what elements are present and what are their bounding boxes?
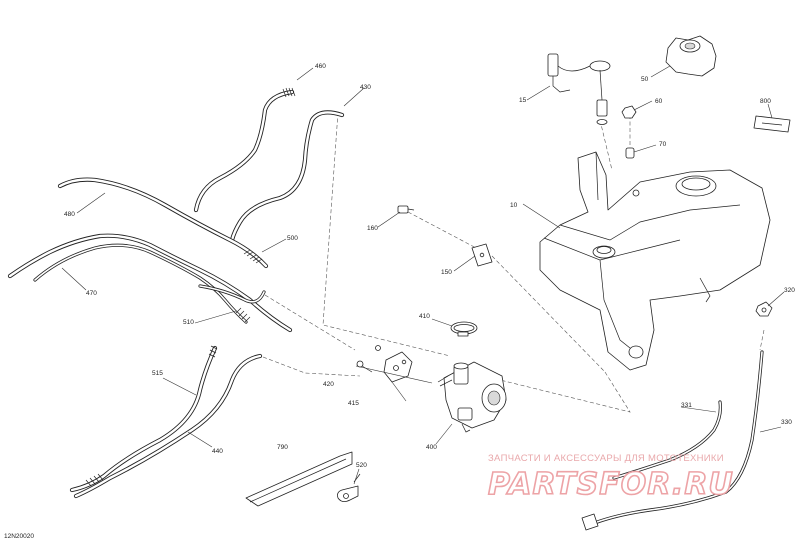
callout-15: 15 xyxy=(519,97,527,104)
watermark: ЗАПЧАСТИ И АКСЕССУАРЫ ДЛЯ МОТОТЕХНИКИ PA… xyxy=(487,453,734,503)
bolt-160 xyxy=(397,205,415,214)
callout-150: 150 xyxy=(441,269,452,276)
hose-510 xyxy=(33,243,251,324)
fuel-tank-10 xyxy=(539,151,771,371)
callout-420: 420 xyxy=(323,381,334,388)
callout-480: 480 xyxy=(64,211,75,218)
callout-330: 330 xyxy=(781,419,792,426)
callout-400: 400 xyxy=(426,444,437,451)
leader-lines xyxy=(61,65,785,485)
callout-70: 70 xyxy=(659,141,667,148)
callout-440: 440 xyxy=(212,448,223,455)
hose-331 xyxy=(612,400,722,480)
callout-790: 790 xyxy=(277,444,288,451)
callout-320: 320 xyxy=(784,287,795,294)
fuel-pump-400 xyxy=(437,361,507,433)
plate-150 xyxy=(471,243,493,267)
callout-510: 510 xyxy=(183,319,194,326)
strap-790 xyxy=(245,451,353,507)
hose-510b xyxy=(198,284,266,304)
callout-500: 500 xyxy=(287,235,298,242)
watermark-brand-logo: PARTSFOR.RU xyxy=(488,467,734,502)
label-800 xyxy=(753,115,791,133)
diagram-code: 12N20020 xyxy=(4,533,34,540)
callout-60: 60 xyxy=(655,98,663,105)
callout-415: 415 xyxy=(348,400,359,407)
hose-480 xyxy=(57,177,269,269)
hose-460 xyxy=(193,87,296,213)
callout-10: 10 xyxy=(510,202,518,209)
part-70 xyxy=(625,147,635,159)
callout-470: 470 xyxy=(86,290,97,297)
fuel-sender-15 xyxy=(547,53,611,125)
callout-515: 515 xyxy=(152,370,163,377)
assembly-dashed-lines xyxy=(262,111,765,413)
part-60 xyxy=(621,105,637,119)
callout-430: 430 xyxy=(360,84,371,91)
clamp-410 xyxy=(450,321,478,337)
callout-50: 50 xyxy=(641,76,649,83)
watermark-caption: ЗАПЧАСТИ И АКСЕССУАРЫ ДЛЯ МОТОТЕХНИКИ xyxy=(488,453,724,464)
callouts: 460 430 480 500 470 510 515 440 160 150 … xyxy=(64,63,795,469)
callout-800: 800 xyxy=(760,98,771,105)
fitting-320 xyxy=(755,301,773,317)
fuel-cap-50 xyxy=(665,35,717,77)
screw-420 xyxy=(356,345,381,373)
callout-460: 460 xyxy=(315,63,326,70)
callout-410: 410 xyxy=(419,313,430,320)
hose-430 xyxy=(229,110,345,243)
hose-515 xyxy=(69,345,218,493)
callout-160: 160 xyxy=(367,225,378,232)
hose-440 xyxy=(73,353,263,499)
callout-520: 520 xyxy=(356,462,367,469)
clamp-520 xyxy=(337,473,361,502)
hose-330 xyxy=(581,350,764,531)
callout-331: 331 xyxy=(681,402,692,409)
